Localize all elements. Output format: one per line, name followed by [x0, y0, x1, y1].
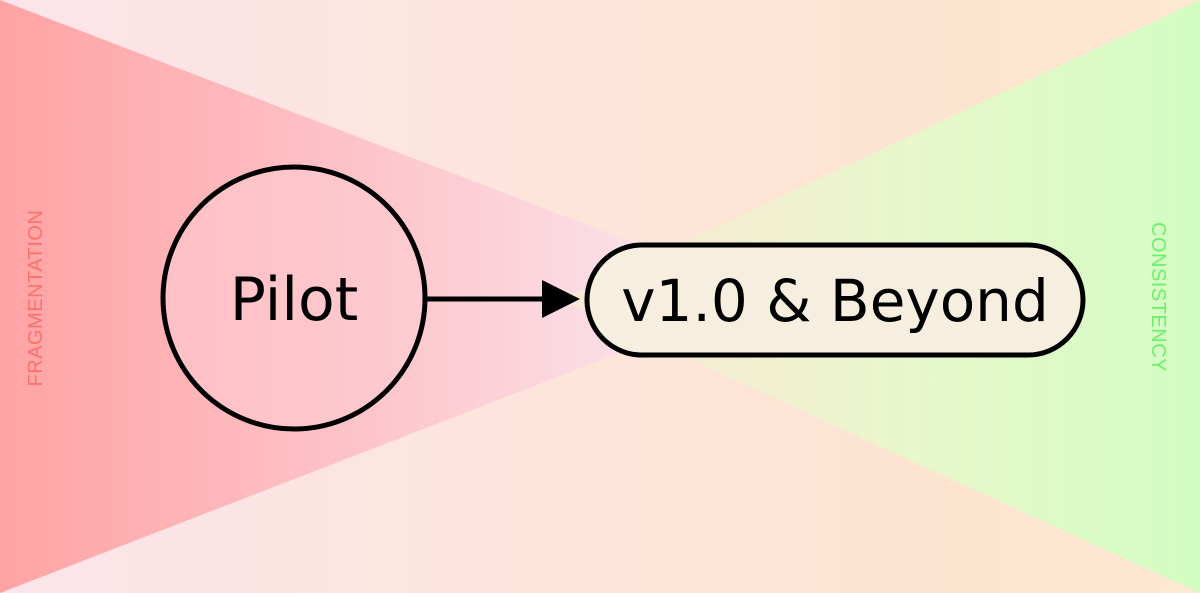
- fragmentation-label: FRAGMENTATION: [25, 210, 47, 387]
- v1-label: v1.0 & Beyond: [621, 267, 1049, 335]
- v1-node: [584, 242, 1086, 358]
- pilot-label: Pilot: [230, 265, 358, 335]
- pilot-node: [160, 164, 428, 432]
- arrow-head-icon: [542, 280, 580, 318]
- consistency-label: CONSISTENCY: [1147, 222, 1169, 372]
